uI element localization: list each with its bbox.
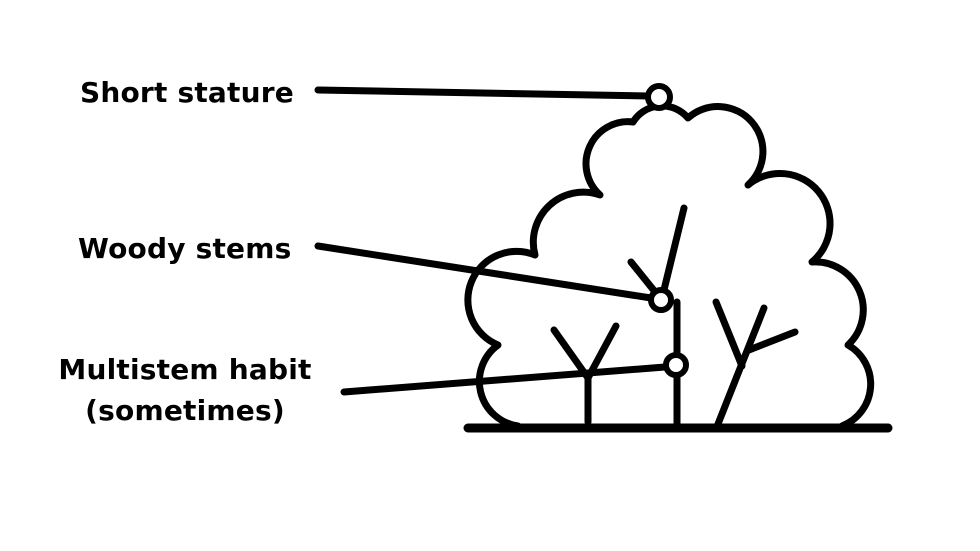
callout-lines — [314, 86, 669, 396]
label-woody-stems: Woody stems — [78, 232, 292, 265]
label-multistem-habit: Multistem habit (sometimes) — [20, 350, 350, 431]
label-multistem-habit-line1: Multistem habit — [58, 353, 312, 386]
label-multistem-habit-line2: (sometimes) — [85, 393, 285, 427]
callout-line-woody-stems — [314, 242, 655, 302]
callout-line-short-stature — [314, 86, 652, 100]
marker-woody-stems — [648, 287, 674, 313]
marker-multistem-habit — [663, 352, 689, 378]
label-short-stature: Short stature — [80, 76, 294, 109]
marker-short-stature — [645, 83, 673, 111]
callout-line-multistem-habit — [340, 363, 669, 396]
bush-right-branches — [712, 298, 799, 428]
callout-markers — [645, 83, 689, 378]
